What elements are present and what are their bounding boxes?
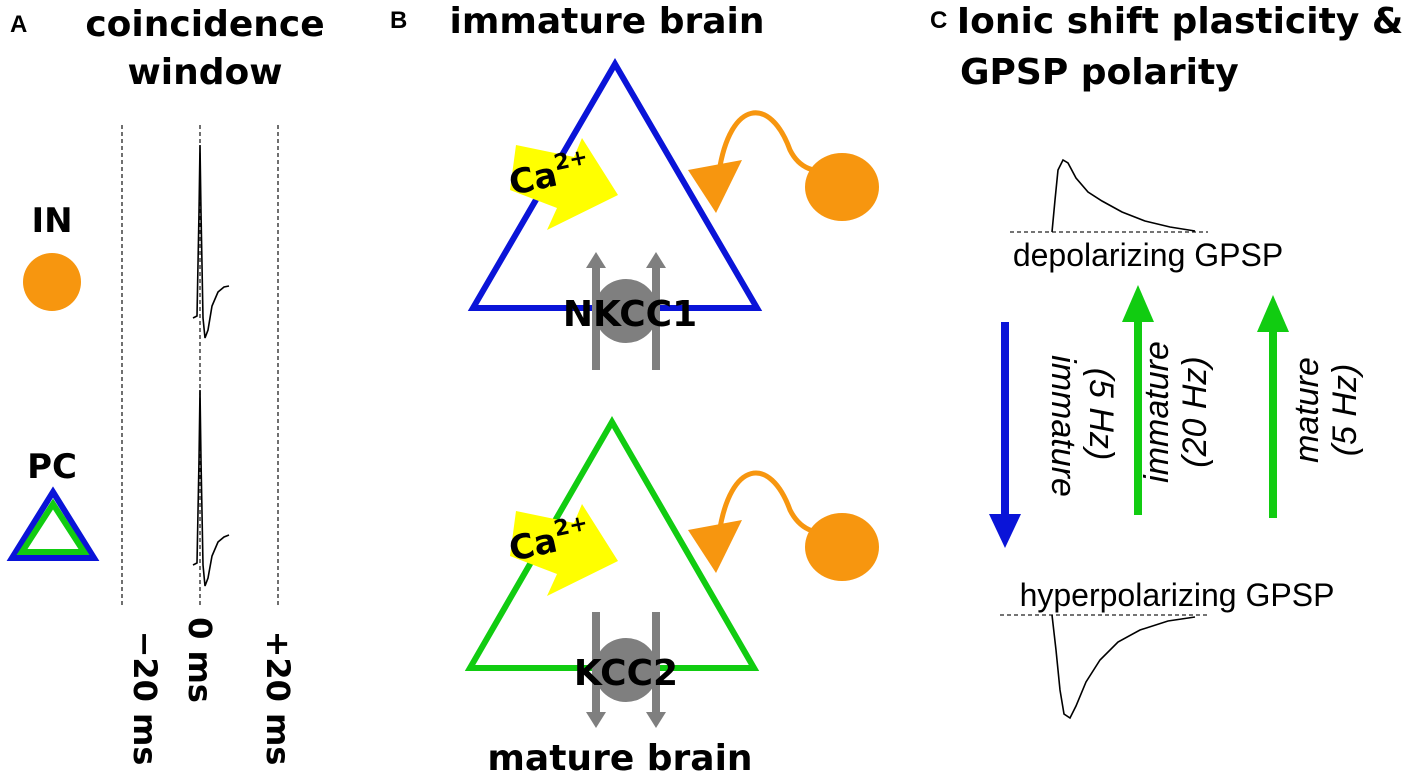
interneuron-circle-icon <box>23 253 81 311</box>
arrow-label-immature-5hz-line2: (5 Hz) <box>1082 368 1120 461</box>
calcium-arrow-icon <box>510 138 618 230</box>
panel-c: C Ionic shift plasticity & GPSP polarity… <box>930 1 1403 720</box>
immature-interneuron-soma <box>805 153 879 221</box>
panel-c-title-line2: GPSP polarity <box>960 52 1239 93</box>
mature-brain-title: mature brain <box>487 738 752 779</box>
pc-spike-trace <box>192 389 230 587</box>
kcc2-label: KCC2 <box>574 653 678 694</box>
kcc2-transporter-icon <box>586 612 666 728</box>
calcium-arrow-icon-mature <box>510 504 618 596</box>
panel-c-letter: C <box>930 7 947 34</box>
arrow-label-immature-20hz-line1: immature <box>1138 341 1176 483</box>
calcium-label-mature: Ca2+ <box>505 511 594 570</box>
mature-interneuron-soma <box>805 513 879 581</box>
panel-b: B immature brain mature brain Ca2+ NKCC1… <box>390 1 879 779</box>
time-label-zero: 0 ms <box>181 617 219 703</box>
in-label: IN <box>31 201 72 241</box>
depolarizing-gpsp-label: depolarizing GPSP <box>1013 237 1283 273</box>
panel-a: A coincidence window IN PC −20 ms 0 ms +… <box>6 4 325 766</box>
arrow-label-mature-5hz-line1: mature <box>1288 357 1326 463</box>
hyperpolarizing-gpsp-trace <box>1051 614 1196 720</box>
depolarizing-gpsp-trace <box>1051 158 1196 233</box>
nkcc1-label: NKCC1 <box>563 294 697 335</box>
panel-c-title-line1: Ionic shift plasticity & <box>957 1 1403 42</box>
mature-synapse-terminal <box>688 520 742 573</box>
time-label-minus-20: −20 ms <box>126 631 164 766</box>
arrow-immature-20hz <box>1122 285 1154 515</box>
panel-a-title-line1: coincidence <box>85 4 324 45</box>
panel-b-letter: B <box>390 7 407 34</box>
arrow-immature-5hz <box>989 322 1021 548</box>
arrow-label-immature-5hz-line1: immature <box>1044 355 1082 497</box>
arrow-mature-5hz <box>1257 295 1289 518</box>
in-spike-trace <box>192 144 230 339</box>
nkcc1-transporter-icon <box>586 252 666 370</box>
panel-a-title-line2: window <box>128 52 283 93</box>
pyramidal-cell-icon <box>6 486 100 561</box>
arrow-label-mature-5hz-line2: (5 Hz) <box>1326 364 1364 457</box>
pc-label: PC <box>27 447 77 487</box>
hyperpolarizing-gpsp-label: hyperpolarizing GPSP <box>1020 577 1335 613</box>
time-label-plus-20: +20 ms <box>259 631 297 766</box>
immature-brain-title: immature brain <box>450 1 765 42</box>
immature-synapse-terminal <box>688 160 742 213</box>
arrow-label-immature-20hz-line2: (20 Hz) <box>1176 356 1214 467</box>
panel-a-letter: A <box>10 11 27 38</box>
